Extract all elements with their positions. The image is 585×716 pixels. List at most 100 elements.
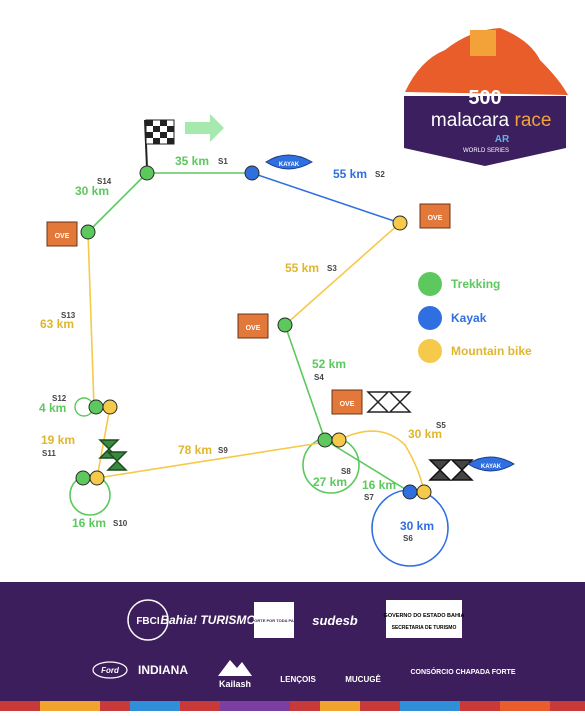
- node-s10: [75, 470, 91, 486]
- fbci-logo: [127, 599, 169, 641]
- esporte-logo: [254, 602, 294, 638]
- node-s11: [102, 399, 118, 415]
- sponsor-chapada: CONSÓRCIO CHAPADA FORTE: [411, 667, 516, 676]
- stage-id: S6: [403, 534, 413, 543]
- logo-shield: [404, 96, 566, 166]
- ford-logo: [92, 661, 128, 679]
- distance-label: 27 km: [313, 475, 347, 489]
- sponsor-esporte: ESPORTE POR TODA PARTE: [246, 618, 302, 623]
- sponsor-footer: FBCI Bahia! TURISMO ESPORTE POR TODA PAR…: [0, 582, 585, 711]
- node-s12: [88, 399, 104, 415]
- gear-bag-icon: [98, 439, 128, 471]
- sponsor-indiana: INDIANA: [138, 663, 188, 677]
- stage-id: S3: [327, 264, 337, 273]
- logo-subtag: WORLD SERIES: [463, 148, 509, 154]
- event-logo: 500 malacara race AR WORLD SERIES: [404, 28, 568, 166]
- distance-label: 55 km: [285, 261, 319, 275]
- route-s14: [87, 172, 148, 233]
- distance-label: 63 km: [40, 317, 74, 331]
- logo-crown: [405, 28, 568, 95]
- distance-label: 78 km: [178, 443, 212, 457]
- sponsor-mucuge: MUCUGÊ: [345, 675, 381, 684]
- distance-label: 52 km: [312, 357, 346, 371]
- stage-id: S1: [218, 157, 228, 166]
- stage-labels: 35 km S1 55 km S2 55 km S3 52 km S4 S5 3…: [39, 154, 446, 543]
- gear-bag-icon: [428, 459, 474, 481]
- stage-id: S13: [61, 311, 76, 320]
- stage-id: S2: [375, 170, 385, 179]
- node-s4-hub: [317, 432, 333, 448]
- sponsor-kailash: Kailash: [219, 679, 251, 689]
- legend-label: Kayak: [451, 311, 487, 325]
- stage-id: S11: [42, 449, 56, 458]
- decorative-strip: [0, 701, 585, 711]
- logo-name-accent: race: [515, 110, 552, 131]
- gov-bahia-logo: [386, 600, 462, 638]
- stage-id: S7: [364, 493, 374, 502]
- distance-label: 16 km: [72, 516, 106, 530]
- kailash-logo: [218, 660, 252, 676]
- supply-box-label: OVE: [428, 215, 443, 222]
- direction-arrow-icon: [185, 114, 224, 142]
- logo-crown-tile: [470, 30, 496, 56]
- supply-box-icon: OVE: [46, 221, 78, 247]
- supply-box-icon: OVE: [419, 203, 451, 229]
- kayak-icon: KAYAK: [467, 456, 515, 472]
- node-start: [139, 165, 155, 181]
- distance-label: 4 km: [39, 401, 66, 415]
- distance-label: 19 km: [41, 433, 75, 447]
- start-flag-icon: [144, 119, 175, 169]
- route-s3: [284, 222, 401, 326]
- legend-swatch-trekking: [418, 272, 442, 296]
- route-s13: [87, 231, 95, 408]
- route-nodes: [75, 165, 432, 500]
- sponsor-logos: FBCI Bahia! TURISMO ESPORTE POR TODA PAR…: [92, 599, 516, 689]
- route-s2: [251, 172, 401, 224]
- stage-id: S10: [113, 519, 128, 528]
- route-s7: [324, 439, 411, 493]
- sponsor-sudesb: sudesb: [312, 613, 358, 628]
- distance-label: 16 km: [362, 478, 396, 492]
- stage-id: S14: [97, 177, 112, 186]
- route-lines: [69, 172, 449, 567]
- logo-name: malacara: [431, 110, 510, 131]
- gear-bag-icon: [366, 391, 412, 413]
- distance-label: 30 km: [75, 184, 109, 198]
- supply-box-icon: OVE: [237, 313, 269, 339]
- stage-id: S4: [314, 373, 324, 382]
- kayak-label: KAYAK: [279, 162, 300, 168]
- stage-id: S8: [341, 467, 351, 476]
- node-s6: [402, 484, 418, 500]
- legend: Trekking Kayak Mountain bike: [418, 272, 532, 363]
- supply-box-label: OVE: [340, 401, 355, 408]
- stage-id: S12: [52, 394, 67, 403]
- sponsor-lencois: LENÇOIS: [280, 675, 316, 684]
- kayak-icon: KAYAK: [265, 154, 313, 170]
- node-s4-hub-bike: [331, 432, 347, 448]
- course-map: 500 malacara race AR WORLD SERIES OVE: [39, 28, 568, 567]
- node-s2-s3: [392, 215, 408, 231]
- route-s10: [69, 474, 111, 516]
- legend-swatch-kayak: [418, 306, 442, 330]
- node-s1-s2: [244, 165, 260, 181]
- logo-number: 500: [468, 87, 501, 109]
- route-s4: [284, 324, 326, 441]
- sponsor-gov-bahia: GOVERNO DO ESTADO BAHIA: [384, 613, 465, 619]
- legend-label: Trekking: [451, 277, 500, 291]
- route-s9: [96, 439, 340, 479]
- node-s13-s14: [80, 224, 96, 240]
- distance-label: 30 km: [408, 427, 442, 441]
- sponsor-bahia: Bahia! TURISMO: [160, 613, 256, 627]
- sponsor-ford: Ford: [101, 666, 120, 675]
- supply-box-label: OVE: [55, 233, 70, 240]
- sponsor-fbci: FBCI: [136, 616, 160, 627]
- logo-tag: AR: [495, 134, 510, 145]
- supply-box-icon: OVE: [331, 389, 363, 415]
- legend-swatch-bike: [418, 339, 442, 363]
- route-s5: [338, 430, 425, 493]
- kayak-label: KAYAK: [481, 464, 502, 470]
- sponsor-gov-sub: SECRETARIA DE TURISMO: [392, 625, 457, 631]
- distance-label: 30 km: [400, 519, 434, 533]
- node-s3-s4: [277, 317, 293, 333]
